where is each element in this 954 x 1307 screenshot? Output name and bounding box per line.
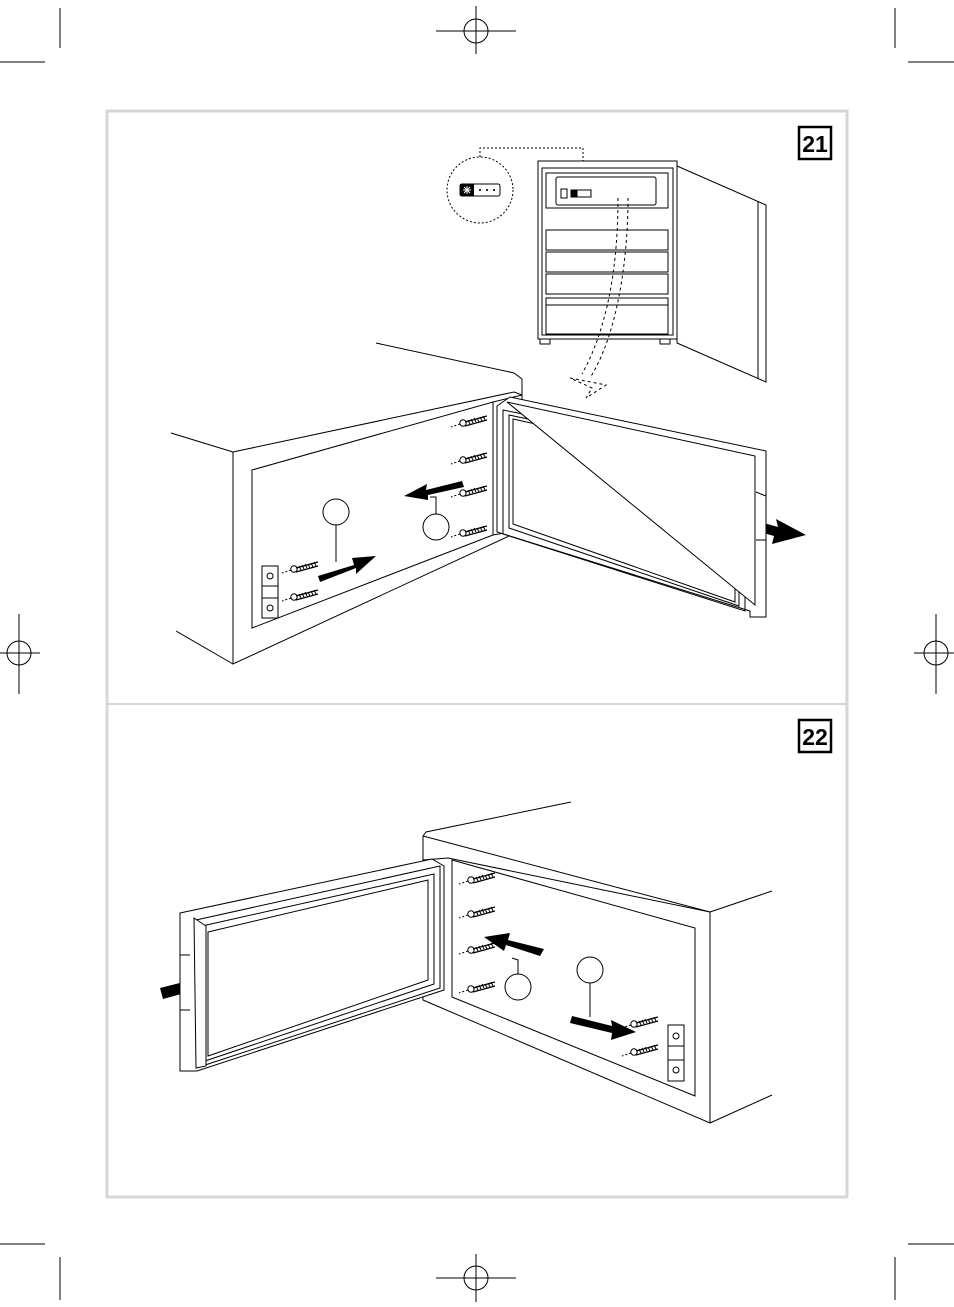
registration-mark-right — [914, 614, 954, 694]
registration-mark-bottom — [436, 1254, 516, 1302]
figure-21-badge: 21 — [799, 127, 831, 159]
snowflake-icon — [460, 184, 500, 196]
figure-21-number: 21 — [802, 131, 828, 157]
door-panel-22 — [180, 859, 444, 1071]
hinge-bracket-icon — [668, 1025, 684, 1081]
door-panel-21 — [497, 397, 766, 617]
hinge-bracket-icon — [262, 566, 278, 618]
crop-marks — [0, 8, 954, 1300]
refrigerator-overview — [538, 161, 766, 382]
registration-mark-left — [0, 614, 40, 694]
appliance-cabinet-21 — [171, 343, 522, 664]
registration-mark-top — [436, 6, 516, 54]
figure-22-number: 22 — [802, 724, 828, 750]
figure-22-badge: 22 — [799, 720, 831, 752]
